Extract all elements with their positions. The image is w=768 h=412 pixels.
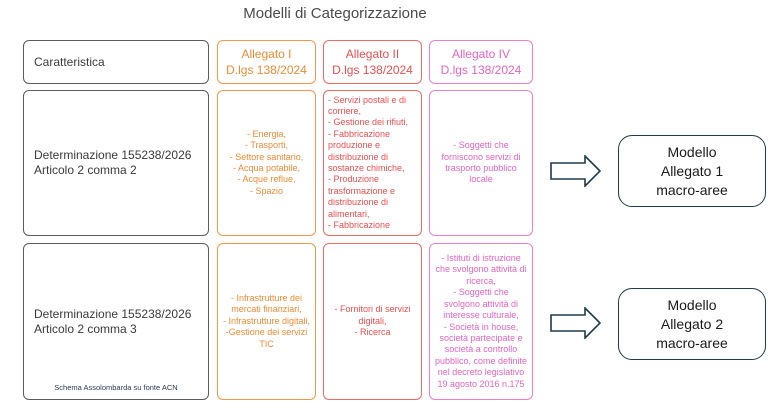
- header-allegato-2: Allegato II D.lgs 138/2024: [323, 40, 422, 84]
- header-allegato-4-name: Allegato IV: [451, 47, 511, 61]
- row-1-label-text: Determinazione 155238/2026 Articolo 2 co…: [34, 148, 192, 177]
- row-1-allegato-2: - Servizi postali e di corriere, - Gesti…: [323, 90, 422, 236]
- model-allegato-2-box: Modello Allegato 2 macro-aree: [618, 288, 766, 360]
- row-1-allegato-1: - Energia, - Trasporti, - Settore sanita…: [217, 90, 316, 236]
- row-2-allegato-2-text: - Fornitori di servizi digitali, - Ricer…: [334, 304, 411, 338]
- source-note: Schema Assolombarda su fonte ACN: [54, 383, 178, 392]
- row-2-allegato-2: - Fornitori di servizi digitali, - Ricer…: [323, 243, 422, 400]
- diagram-title: Modelli di Categorizzazione: [243, 5, 427, 22]
- row-1-allegato-1-text: - Energia, - Trasporti, - Settore sanita…: [229, 128, 304, 196]
- header-characteristic: Caratteristica: [23, 40, 209, 84]
- header-allegato-1-ref: D.lgs 138/2024: [226, 63, 307, 77]
- header-allegato-2-ref: D.lgs 138/2024: [332, 63, 413, 77]
- model-allegato-1-text: Modello Allegato 1 macro-aree: [656, 143, 728, 198]
- header-characteristic-label: Caratteristica: [34, 54, 105, 69]
- header-allegato-4: Allegato IV D.lgs 138/2024: [429, 40, 533, 84]
- row-1-allegato-2-text: - Servizi postali e di corriere, - Gesti…: [328, 94, 409, 231]
- row-2-label-text: Determinazione 155238/2026 Articolo 2 co…: [34, 306, 192, 336]
- model-allegato-2-text: Modello Allegato 2 macro-aree: [656, 296, 728, 351]
- row-2-allegato-1: - Infrastrutture dei mercati finanziari,…: [217, 243, 316, 400]
- model-allegato-1-box: Modello Allegato 1 macro-aree: [618, 135, 766, 207]
- row-2-allegato-4: - Istituti di istruzione che svolgono at…: [429, 243, 533, 400]
- header-allegato-1-name: Allegato I: [241, 47, 292, 61]
- arrow-right-icon: [550, 155, 602, 187]
- arrow-right-icon: [550, 307, 602, 339]
- header-allegato-2-name: Allegato II: [345, 47, 400, 61]
- row-2-allegato-4-text: - Istituti di istruzione che svolgono at…: [434, 253, 528, 389]
- row-1-allegato-4-text: - Soggetti che forniscono servizi di tra…: [441, 140, 521, 185]
- row-2-label: Determinazione 155238/2026 Articolo 2 co…: [23, 243, 209, 400]
- row-1-allegato-4: - Soggetti che forniscono servizi di tra…: [429, 90, 533, 236]
- header-allegato-4-ref: D.lgs 138/2024: [440, 63, 522, 77]
- header-allegato-1: Allegato I D.lgs 138/2024: [217, 40, 316, 84]
- row-1-label: Determinazione 155238/2026 Articolo 2 co…: [23, 90, 209, 236]
- row-2-allegato-1-text: - Infrastrutture dei mercati finanziari,…: [222, 292, 311, 349]
